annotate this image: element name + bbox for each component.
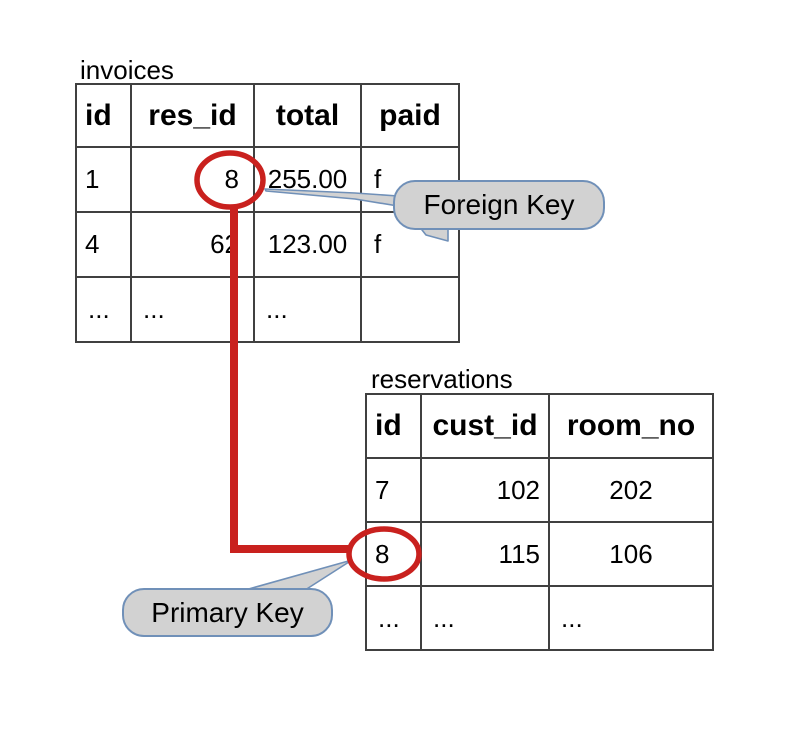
table-cell: 7 [365, 457, 422, 523]
table-cell: ... [420, 585, 550, 651]
column-header: total [253, 83, 362, 148]
table-cell: ... [130, 276, 255, 343]
table-cell: 1 [75, 146, 132, 213]
column-header: id [365, 393, 422, 459]
foreign-key-callout: Foreign Key [393, 180, 605, 230]
foreign-key-callout-label: Foreign Key [423, 189, 575, 220]
reservations-table-title: reservations [371, 364, 513, 394]
primary-key-callout: Primary Key [122, 588, 333, 637]
column-header: room_no [548, 393, 714, 459]
invoices-table-title: invoices [80, 55, 174, 85]
table-row: ......... [365, 585, 714, 651]
column-header: res_id [130, 83, 255, 148]
table-cell: 255.00 [253, 146, 362, 213]
table-cell: ... [365, 585, 422, 651]
primary-key-callout-label: Primary Key [151, 596, 304, 628]
table-cell: 8 [365, 521, 422, 587]
table-row: ......... [75, 276, 460, 343]
table-cell: 123.00 [253, 211, 362, 278]
column-header: paid [360, 83, 460, 148]
table-cell: ... [253, 276, 362, 343]
table-cell: 8 [130, 146, 255, 213]
table-cell: 102 [420, 457, 550, 523]
table-cell: 115 [420, 521, 550, 587]
table-cell: 202 [548, 457, 714, 523]
table-cell: ... [75, 276, 132, 343]
column-header: cust_id [420, 393, 550, 459]
column-header: id [75, 83, 132, 148]
table-cell [360, 276, 460, 343]
table-cell: ... [548, 585, 714, 651]
table-cell: 62 [130, 211, 255, 278]
table-cell: 4 [75, 211, 132, 278]
table-cell: 106 [548, 521, 714, 587]
